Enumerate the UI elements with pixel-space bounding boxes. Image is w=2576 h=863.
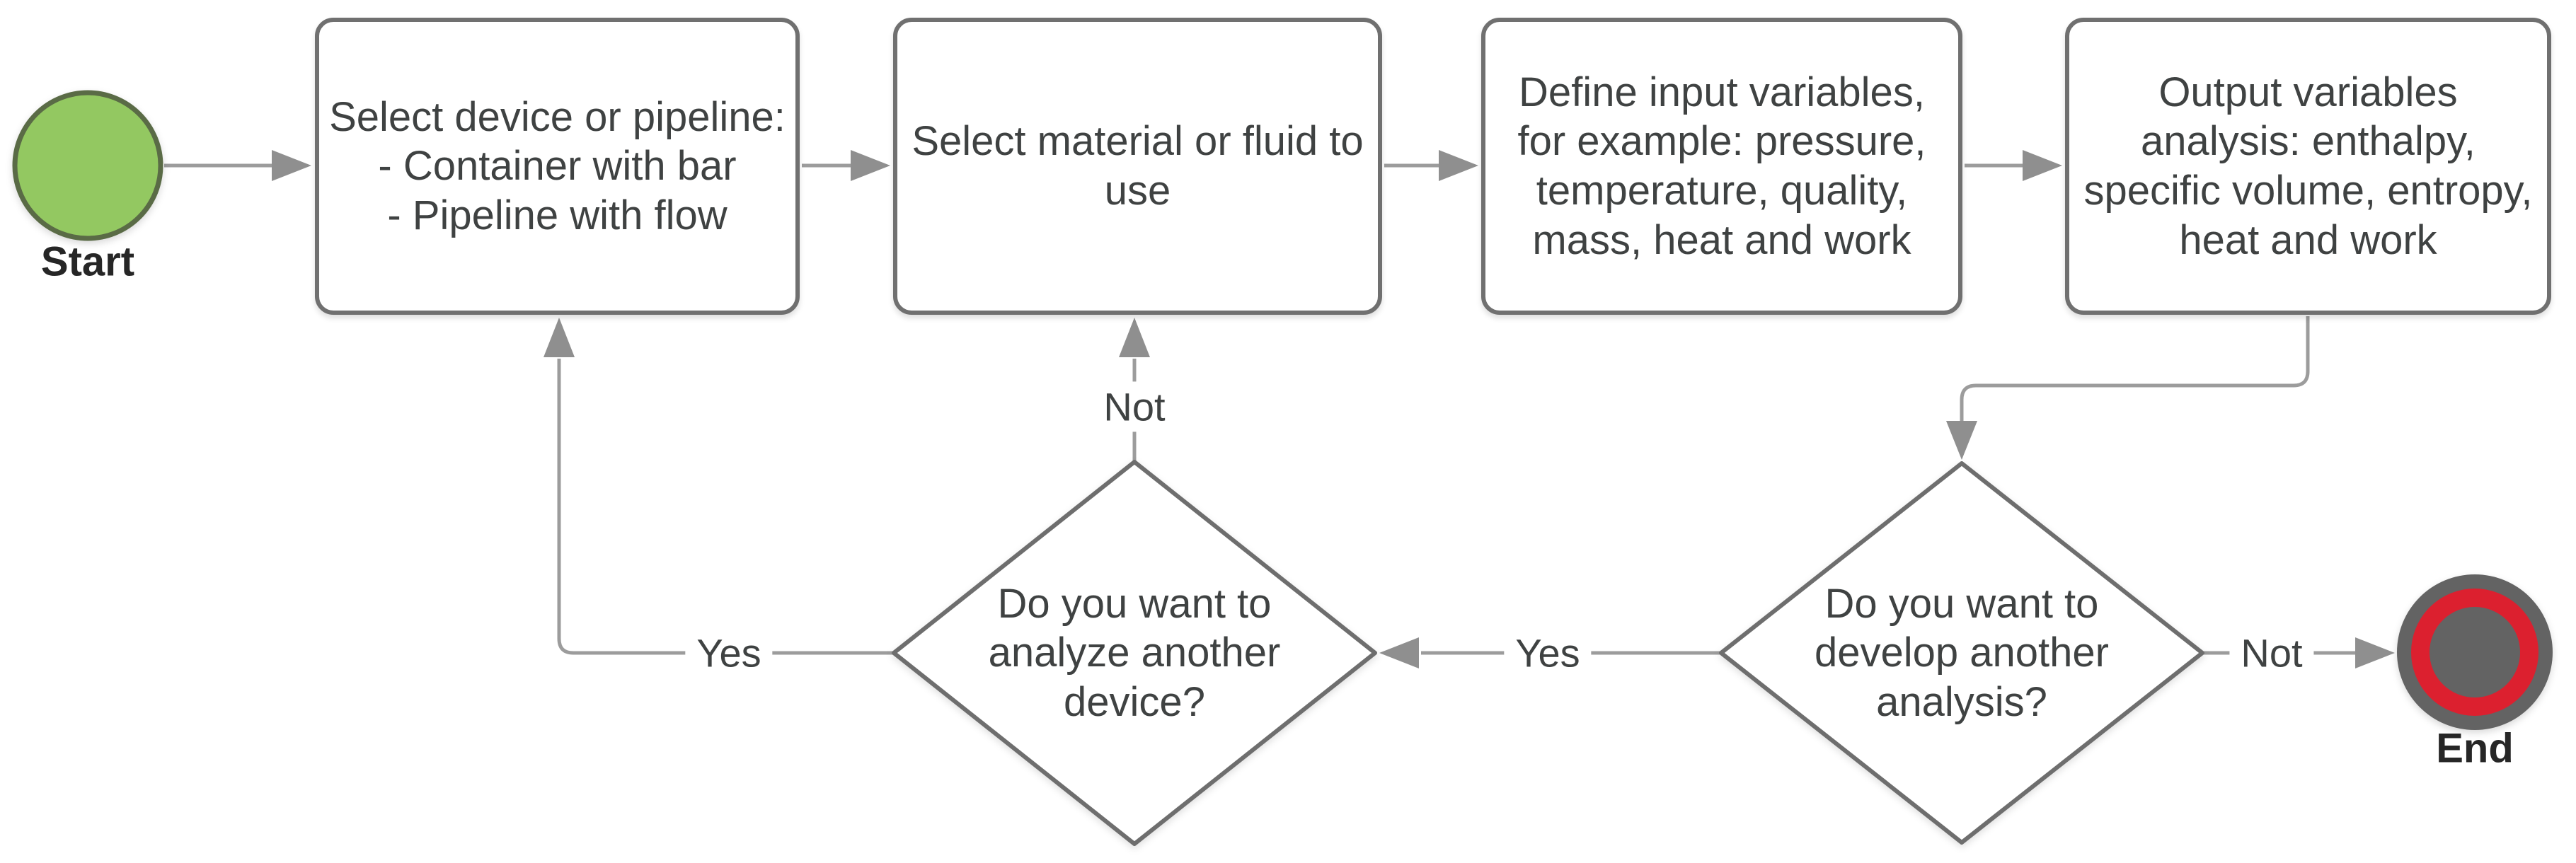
start-node-circle xyxy=(12,90,163,241)
end-node-label: End xyxy=(2436,725,2514,772)
decision-develop-another-analysis-text: Do you want to develop another analysis? xyxy=(1815,580,2109,725)
arrowhead-not-into-box2 xyxy=(1119,318,1150,357)
decision-analyze-another-device-text: Do you want to analyze another device? xyxy=(988,580,1281,725)
process-box-output-analysis: Output variables analysis: enthalpy, spe… xyxy=(2065,18,2551,315)
decision-develop-another-analysis-diamond xyxy=(1719,461,2204,845)
start-node-label: Start xyxy=(40,238,135,285)
arrowhead-into-box4 xyxy=(2023,150,2062,181)
decision-develop-another-analysis-label: Do you want to develop another analysis? xyxy=(1756,547,2167,759)
process-box-define-inputs-text: Define input variables, for example: pre… xyxy=(1517,69,1926,263)
edge-label-yes-between-decisions: Yes xyxy=(1504,627,1592,678)
decision-analyze-another-device-label: Do you want to analyze another device? xyxy=(929,547,1340,759)
process-box-output-analysis-text: Output variables analysis: enthalpy, spe… xyxy=(2083,69,2533,263)
decision-analyze-another-device-diamond xyxy=(892,460,1377,846)
arrowhead-into-box2 xyxy=(851,150,890,181)
edge-box4-to-decision-right xyxy=(1960,316,2310,422)
process-box-select-device: Select device or pipeline: - Container w… xyxy=(315,18,800,315)
edge-label-not-to-box2: Not xyxy=(1092,381,1177,432)
process-box-select-material-text: Select material or fluid to use xyxy=(912,118,1364,214)
arrowhead-into-box1 xyxy=(272,150,311,181)
arrowhead-yes-into-box1 xyxy=(544,318,575,357)
process-box-define-inputs: Define input variables, for example: pre… xyxy=(1481,18,1962,315)
edge-decision-left-yes-to-box1 xyxy=(557,359,894,655)
end-node-red-ring xyxy=(2411,589,2538,716)
arrowhead-into-box3 xyxy=(1439,150,1478,181)
arrowhead-yes-into-decision-left xyxy=(1379,637,1419,668)
arrowhead-into-decision-right xyxy=(1946,421,1977,460)
process-box-select-device-text: Select device or pipeline: - Container w… xyxy=(329,93,786,238)
arrowhead-not-into-end xyxy=(2355,637,2395,668)
edge-label-not-to-end: Not xyxy=(2229,627,2314,678)
process-box-select-material: Select material or fluid to use xyxy=(893,18,1382,315)
edge-label-yes-to-box1: Yes xyxy=(685,627,773,678)
